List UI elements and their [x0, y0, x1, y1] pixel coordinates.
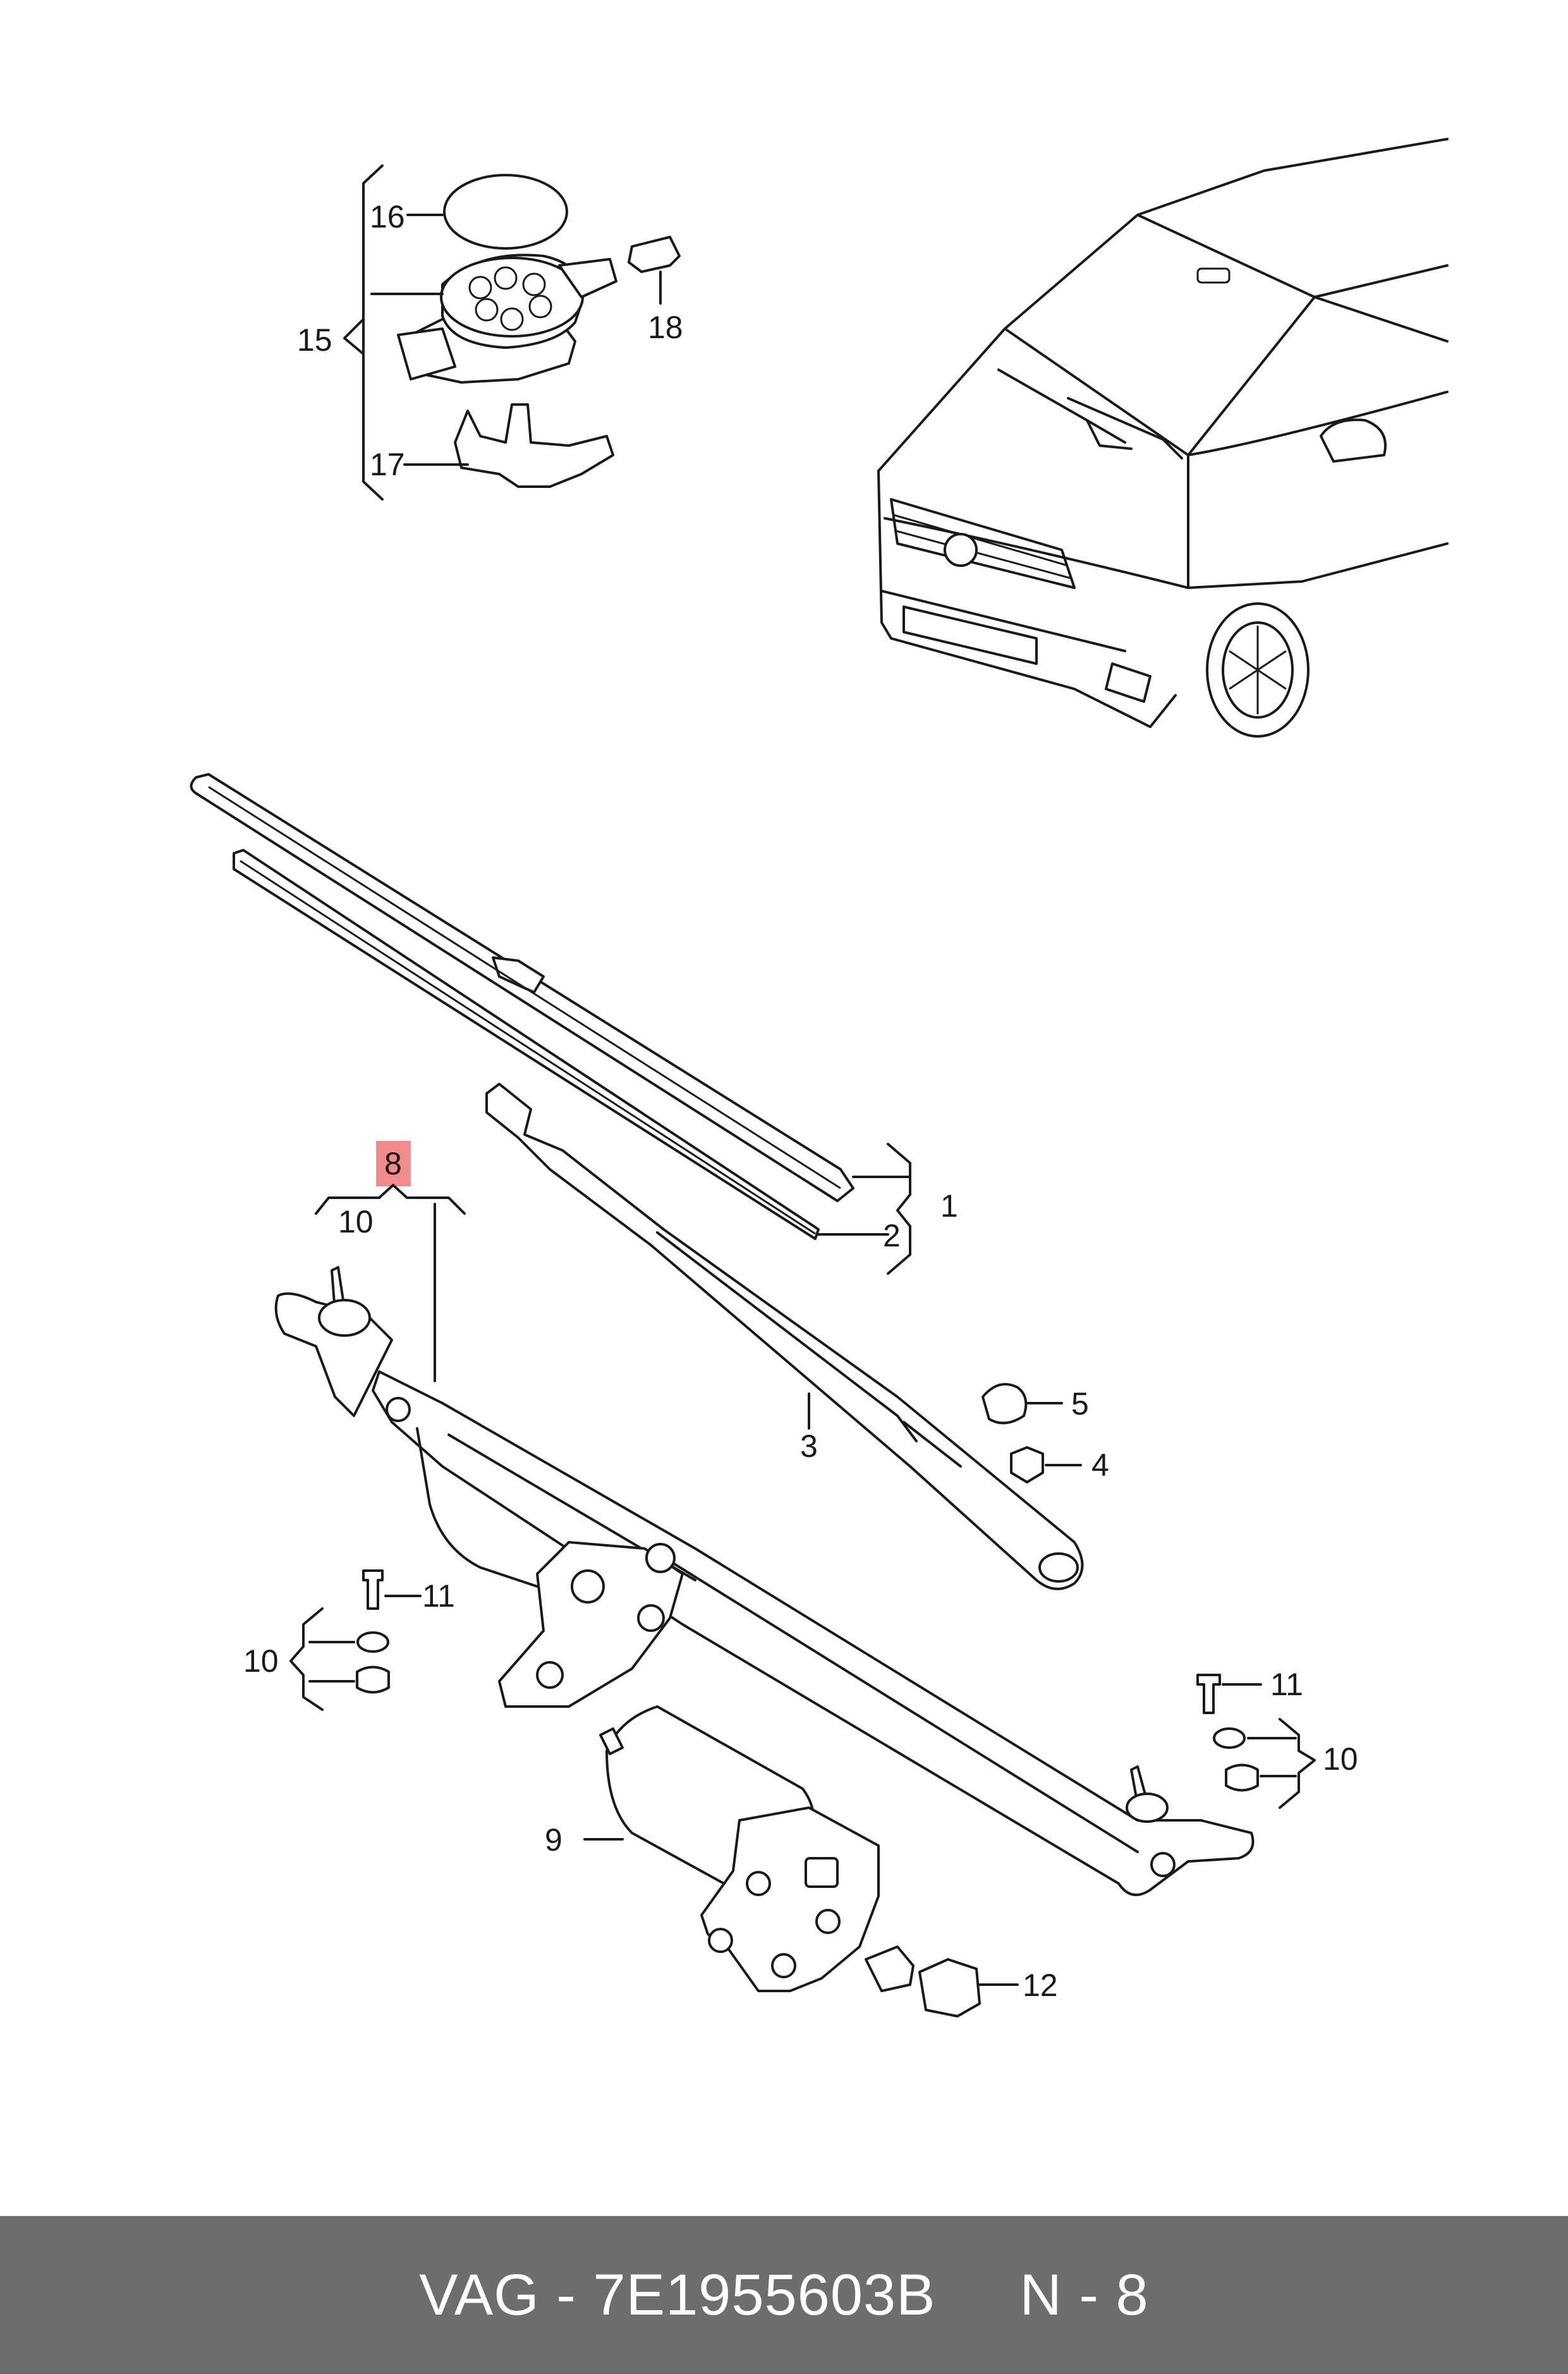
label-10-top: 10	[338, 1204, 374, 1239]
label-2: 2	[883, 1218, 901, 1253]
grommet-10-right	[1225, 1763, 1259, 1792]
bolt-11-left	[362, 1569, 384, 1610]
seal-ring-16	[443, 174, 568, 250]
label-1: 1	[940, 1188, 958, 1224]
bracket-17	[454, 403, 614, 488]
label-11-right: 11	[1270, 1667, 1303, 1702]
label-4: 4	[1091, 1447, 1109, 1483]
label-3: 3	[800, 1428, 818, 1464]
label-5: 5	[1071, 1386, 1089, 1421]
label-12: 12	[1023, 1968, 1058, 2003]
label-18: 18	[648, 310, 683, 345]
label-17: 17	[370, 447, 405, 482]
connector-18	[628, 236, 681, 273]
part-number: 7E1955603B	[593, 2262, 936, 2327]
washer-10-right	[1213, 1727, 1246, 1749]
nut-4	[1010, 1446, 1044, 1483]
wiper-blade-1	[190, 773, 854, 1202]
label-9: 9	[545, 1822, 562, 1858]
footer-bar: VAG - 7E1955603B N - 8	[0, 2216, 1568, 2374]
wiper-rubber-2	[233, 849, 820, 1240]
wiper-linkage-8	[274, 1266, 1255, 1896]
cap-5	[982, 1383, 1028, 1425]
parts-diagram: 16 15 18 17 1 2 3 5 4 8 10 11 10 11 10 9…	[190, 138, 1449, 2018]
rain-sensor-group	[343, 164, 681, 501]
grommet-10-left	[356, 1665, 390, 1694]
vehicle-illustration	[877, 138, 1449, 738]
rain-sensor-15	[397, 253, 617, 384]
wiper-motor-9	[599, 1705, 915, 1992]
part-8-highlight	[376, 1141, 411, 1186]
label-15: 15	[297, 322, 332, 358]
brand-name: VAG	[419, 2262, 540, 2327]
label-11-left: 11	[422, 1578, 455, 1614]
label-10-left: 10	[243, 1643, 279, 1679]
separator: -	[539, 2262, 593, 2327]
label-16: 16	[370, 199, 405, 234]
connector-12	[918, 1958, 981, 2018]
position-number: N - 8	[1019, 2262, 1149, 2327]
washer-10-left	[356, 1631, 389, 1653]
bolt-11-right	[1196, 1674, 1221, 1714]
footer-part-info: VAG - 7E1955603B N - 8	[419, 2262, 1148, 2328]
wiper-arm-3	[485, 1083, 1084, 1590]
label-8: 8	[384, 1146, 402, 1181]
spacer	[936, 2263, 1020, 2327]
label-10-right: 10	[1323, 1741, 1358, 1777]
